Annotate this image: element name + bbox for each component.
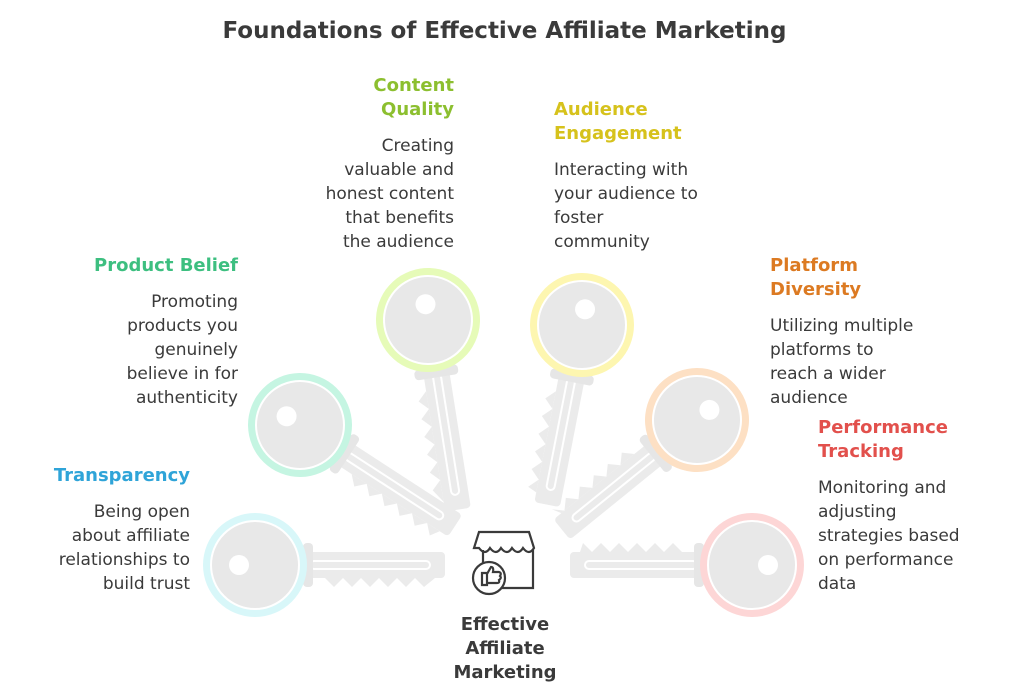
diagram-title: Foundations of Effective Affiliate Marke… <box>222 18 787 44</box>
item-heading: Product Belief <box>94 255 238 276</box>
key-platform-diversity-icon <box>551 368 749 538</box>
key-audience-engagement-icon <box>528 273 634 507</box>
key-performance-tracking-icon <box>570 513 804 617</box>
key-transparency-icon <box>203 513 445 617</box>
key-content-quality-icon <box>376 268 480 512</box>
item-heading: Transparency <box>53 465 190 486</box>
key-product-belief-icon <box>248 373 461 536</box>
